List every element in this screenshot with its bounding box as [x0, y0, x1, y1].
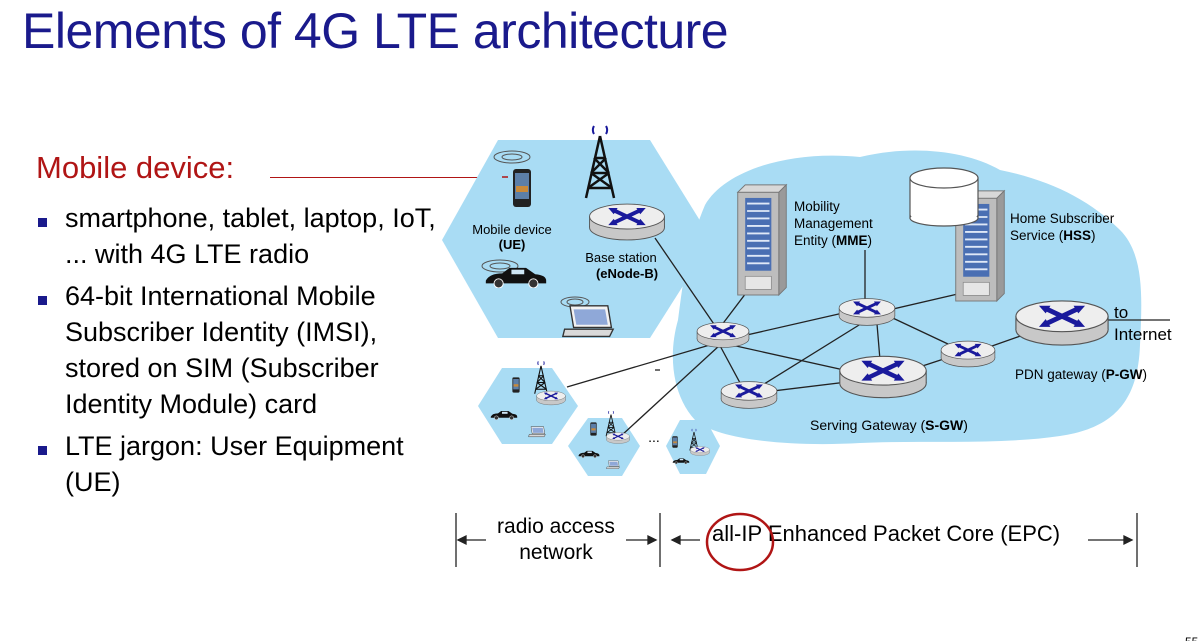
enode-b-label: (eNode-B) [596, 266, 658, 281]
smartphone-icon [672, 436, 678, 448]
smartphone-icon [513, 169, 531, 207]
mme-label-line2: Management [794, 216, 873, 231]
ran-label-line2: network [519, 541, 593, 564]
page-title: Elements of 4G LTE architecture [22, 3, 729, 59]
page-number: 55 [1185, 635, 1199, 641]
sgw-label: Serving Gateway (S-GW) [810, 417, 968, 433]
router-icon [940, 339, 996, 369]
ellipsis-label: ... [648, 429, 660, 445]
mobile-device-heading: Mobile device: [36, 150, 235, 185]
bullet-item: smartphone, tablet, laptop, IoT, ... wit… [36, 200, 436, 272]
hss-label-line1: Home Subscriber [1010, 211, 1115, 226]
base-station-router-icon [588, 202, 666, 242]
hss-label-line2: Service (HSS) [1010, 228, 1096, 243]
router-icon [690, 446, 710, 456]
bullet-marker [38, 296, 47, 305]
ran-hexagon-small-2 [568, 418, 640, 476]
mme-label-line3: Entity (MME) [794, 233, 872, 248]
epc-label: all-IP Enhanced Packet Core (EPC) [712, 521, 1060, 546]
bullet-marker [38, 446, 47, 455]
bullet-list: smartphone, tablet, laptop, IoT, ... wit… [36, 200, 436, 506]
smartphone-icon [512, 377, 520, 393]
router-icon [606, 432, 630, 444]
router-icon [720, 379, 778, 411]
pgw-router-icon [1016, 301, 1108, 345]
ran-hexagon-main [442, 140, 712, 338]
epc-cloud [672, 150, 1142, 445]
database-icon [909, 167, 979, 227]
mme-label-line1: Mobility [794, 199, 840, 214]
smartphone-icon [590, 422, 597, 436]
all-ip-highlight-circle [705, 512, 775, 572]
router-icon [696, 320, 750, 350]
bullet-marker [38, 218, 47, 227]
all-ip-text: all-IP [712, 521, 762, 546]
epc-bracket [670, 513, 1138, 567]
mme-server-icon [736, 183, 788, 296]
bullet-item: LTE jargon: User Equipment (UE) [36, 428, 436, 500]
ran-bracket [455, 513, 661, 567]
router-icon [838, 296, 896, 328]
internet-label: Internet [1114, 325, 1172, 344]
router-icon [536, 390, 566, 406]
base-station-label: Base station [585, 250, 657, 265]
ran-hexagon-small-1 [478, 368, 578, 444]
heading-pointer-line [270, 177, 502, 178]
ran-label-line1: radio access [497, 515, 615, 538]
pgw-label: PDN gateway (P-GW) [1015, 367, 1147, 382]
to-label: to [1114, 303, 1128, 322]
bullet-item: 64-bit International Mobile Subscriber I… [36, 278, 436, 422]
mobile-device-label: Mobile device [472, 222, 552, 237]
sgw-router-icon [840, 356, 926, 397]
ue-label: (UE) [499, 237, 526, 252]
